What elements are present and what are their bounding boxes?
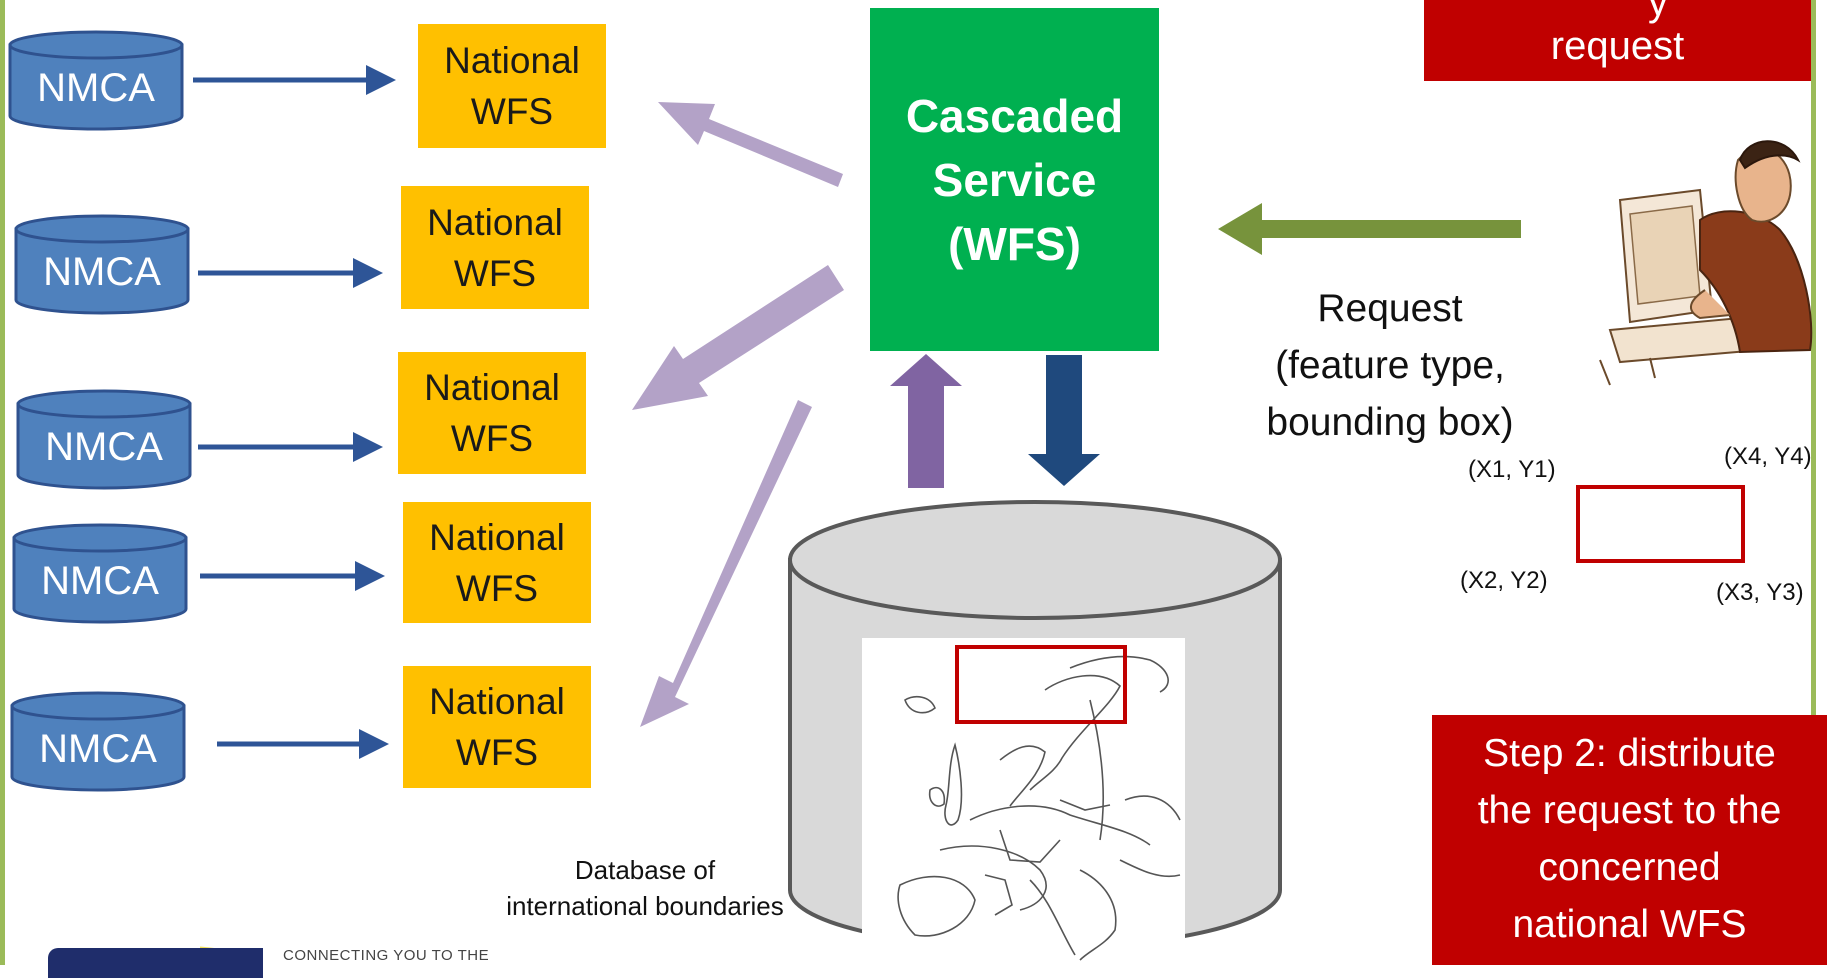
national-wfs-box-3: National WFS (398, 352, 586, 474)
step1-line1: y (1648, 0, 1668, 24)
bbox-rectangle (1576, 485, 1745, 563)
step1-box: y request (1424, 0, 1811, 81)
left-border (0, 0, 5, 965)
footer-tagline: CONNECTING YOU TO THE (283, 947, 490, 964)
request-line1: Request (1317, 287, 1463, 330)
national-wfs-line1: National (444, 40, 580, 81)
step2-box: Step 2: distribute the request to the co… (1432, 715, 1827, 965)
bbox-corner-x4y4: (X4, Y4) (1724, 443, 1812, 470)
national-wfs-line1: National (429, 516, 565, 558)
europe-map (862, 638, 1185, 965)
bbox-corner-x2y2: (X2, Y2) (1460, 567, 1548, 594)
step2-line2: the request to the (1477, 789, 1782, 832)
nmca-label-1: NMCA (37, 66, 155, 110)
nmca-cylinder-3 (16, 389, 192, 490)
database-line2: international boundaries (506, 891, 784, 921)
national-wfs-line2: WFS (455, 732, 539, 773)
request-line3: bounding box) (1266, 401, 1514, 444)
national-wfs-box-2: National WFS (401, 186, 589, 309)
cascade-to-db-arrow (1028, 355, 1100, 486)
national-wfs-line2: WFS (470, 91, 554, 132)
national-wfs-line1: National (429, 681, 565, 722)
nmca-cylinder-2 (14, 214, 190, 315)
cascade-to-wfs-arrow-2 (632, 265, 844, 410)
nmca-label-5: NMCA (39, 727, 157, 771)
footer-logo (48, 948, 263, 978)
right-border (1811, 0, 1816, 965)
cascade-line2: Service (932, 153, 1097, 206)
cascade-to-wfs-arrows (632, 102, 844, 727)
cascade-line3: (WFS) (948, 217, 1081, 270)
cascade-to-wfs-arrow-1 (658, 102, 843, 187)
cascade-line1: Cascaded (905, 89, 1124, 142)
nmca-label-3: NMCA (45, 425, 163, 469)
national-wfs-line2: WFS (455, 567, 539, 609)
request-line2: (feature type, (1275, 344, 1505, 387)
map-bbox (955, 645, 1127, 724)
national-wfs-line1: National (427, 201, 563, 243)
step1-line2: request (1550, 24, 1685, 68)
national-wfs-line2: WFS (453, 252, 537, 294)
step2-line1: Step 2: distribute (1483, 732, 1776, 775)
nmca-label-4: NMCA (41, 559, 159, 603)
cascade-to-wfs-arrow-3 (640, 400, 812, 727)
nmca-cylinder-1 (8, 30, 184, 131)
db-to-cascade-arrow (890, 354, 962, 488)
step2-line3: concerned (1538, 846, 1721, 889)
database-line1: Database of (574, 855, 716, 885)
step2-line4: national WFS (1512, 903, 1747, 946)
request-label: Request (feature type, bounding box) (1230, 280, 1550, 451)
nmca-cylinder-4 (12, 523, 188, 624)
cascaded-service-box: Cascaded Service (WFS) (870, 8, 1159, 351)
request-arrow (1218, 203, 1521, 255)
nmca-label-2: NMCA (43, 250, 161, 294)
national-wfs-box-1: National WFS (418, 24, 606, 148)
nmca-cylinder-5 (10, 691, 186, 792)
national-wfs-line2: WFS (450, 418, 534, 459)
bbox-corner-x1y1: (X1, Y1) (1468, 456, 1556, 483)
bbox-corner-x3y3: (X3, Y3) (1716, 579, 1804, 606)
national-wfs-line1: National (424, 367, 560, 408)
user-computer-icon (1599, 140, 1813, 386)
database-label: Database of international boundaries (480, 852, 810, 924)
national-wfs-box-5: National WFS (403, 666, 591, 788)
national-wfs-box-4: National WFS (403, 502, 591, 623)
